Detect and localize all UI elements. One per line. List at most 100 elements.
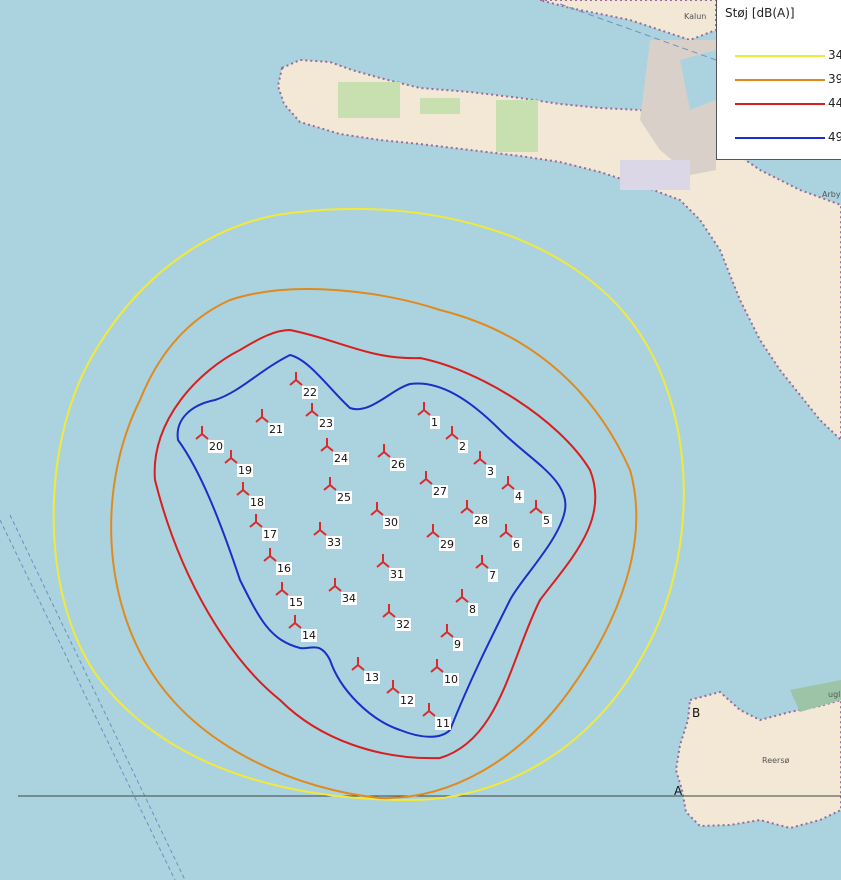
- turbine-label: 10: [444, 673, 458, 686]
- legend-item-49: 49: [717, 130, 841, 146]
- turbine-label: 17: [263, 528, 277, 541]
- turbine-icon: [422, 703, 436, 717]
- place-label-mid-right: ugl: [828, 690, 841, 699]
- turbine-label: 33: [327, 536, 341, 549]
- turbine-label-bg: [318, 417, 334, 430]
- wetland: [790, 680, 841, 712]
- turbine-label: 2: [459, 440, 466, 453]
- turbine-label-bg: [326, 536, 342, 549]
- boundary-line: [9, 514, 186, 880]
- turbine-label-bg: [364, 671, 380, 684]
- turbine-label-bg: [486, 465, 496, 478]
- turbine-label-bg: [439, 538, 455, 551]
- turbine-icon: [376, 554, 390, 568]
- park: [496, 100, 538, 152]
- place-label-arby: Arby: [822, 190, 841, 199]
- turbine-label: 1: [431, 416, 438, 429]
- turbine-label: 32: [396, 618, 410, 631]
- contour-44: [153, 328, 597, 760]
- turbine-label: 9: [454, 638, 461, 651]
- turbine-label-bg: [389, 568, 405, 581]
- turbine-icon: [529, 500, 543, 514]
- legend-swatch: [735, 79, 825, 81]
- turbine-label: 34: [342, 592, 356, 605]
- industrial-area: [620, 160, 690, 190]
- turbine-label: 5: [543, 514, 550, 527]
- turbine-label: 14: [302, 629, 316, 642]
- harbour: [680, 50, 716, 110]
- turbine-icon: [426, 524, 440, 538]
- turbine-label-bg: [399, 694, 415, 707]
- turbine-icon: [419, 471, 433, 485]
- turbine-icon: [351, 657, 365, 671]
- turbine-label-bg: [395, 618, 411, 631]
- turbine-icon: [473, 451, 487, 465]
- turbine-label-bg: [488, 569, 498, 582]
- turbine-icon: [430, 659, 444, 673]
- turbine-label-bg: [268, 423, 284, 436]
- turbine-label: 31: [390, 568, 404, 581]
- turbine-label: 25: [337, 491, 351, 504]
- legend-item-44: 44: [717, 96, 841, 112]
- turbine-label-bg: [383, 516, 399, 529]
- turbine-icon: [288, 615, 302, 629]
- legend-swatch: [735, 137, 825, 139]
- legend-swatch: [735, 55, 825, 57]
- legend-item-34: 34: [717, 48, 841, 64]
- park: [420, 98, 460, 114]
- turbine-label: 13: [365, 671, 379, 684]
- turbine-label-bg: [302, 386, 318, 399]
- turbine-label: 16: [277, 562, 291, 575]
- legend: Støj [dB(A)] 34 39 44 49: [716, 0, 841, 160]
- place-label-reerso: Reersø: [762, 756, 790, 765]
- point-label-b: B: [692, 706, 701, 720]
- turbine-label-bg: [468, 603, 478, 616]
- park: [338, 82, 400, 118]
- land-reerso: [674, 690, 841, 830]
- turbine-icon: [382, 604, 396, 618]
- turbine-icon: [445, 426, 459, 440]
- turbine-label: 7: [489, 569, 496, 582]
- turbine-label-bg: [276, 562, 292, 575]
- boundary-line: [0, 519, 176, 880]
- turbine-layer: 1234567891011121314151617181920212223242…: [195, 372, 552, 730]
- turbine-label: 28: [474, 514, 488, 527]
- turbine-label: 12: [400, 694, 414, 707]
- turbine-icon: [475, 555, 489, 569]
- turbine-label: 20: [209, 440, 223, 453]
- turbine-icon: [377, 444, 391, 458]
- turbine-label-bg: [514, 490, 524, 503]
- turbine-label-bg: [262, 528, 278, 541]
- turbine-label-bg: [512, 538, 522, 551]
- contour-49: [176, 353, 567, 738]
- turbine-label-bg: [208, 440, 224, 453]
- legend-label: 34: [828, 48, 841, 62]
- turbine-icon: [275, 582, 289, 596]
- turbine-icon: [255, 409, 269, 423]
- boundary-line: [559, 3, 717, 61]
- legend-title: Støj [dB(A)]: [725, 6, 795, 20]
- legend-item-39: 39: [717, 72, 841, 88]
- turbine-label-bg: [430, 416, 440, 429]
- turbine-label-bg: [237, 464, 253, 477]
- turbine-label-bg: [458, 440, 468, 453]
- turbine-icon: [289, 372, 303, 386]
- turbine-label: 22: [303, 386, 317, 399]
- point-label-a: A: [674, 784, 683, 798]
- turbine-icon: [370, 502, 384, 516]
- turbine-label: 23: [319, 417, 333, 430]
- turbine-icon: [501, 476, 515, 490]
- turbine-label: 3: [487, 465, 494, 478]
- turbine-label: 15: [289, 596, 303, 609]
- turbine-label: 19: [238, 464, 252, 477]
- legend-label: 44: [828, 96, 841, 110]
- turbine-label-bg: [333, 452, 349, 465]
- turbine-label-bg: [336, 491, 352, 504]
- turbine-label-bg: [390, 458, 406, 471]
- turbine-icon: [455, 589, 469, 603]
- turbine-icon: [328, 578, 342, 592]
- turbine-label: 6: [513, 538, 520, 551]
- turbine-label-bg: [453, 638, 463, 651]
- turbine-icon: [195, 426, 209, 440]
